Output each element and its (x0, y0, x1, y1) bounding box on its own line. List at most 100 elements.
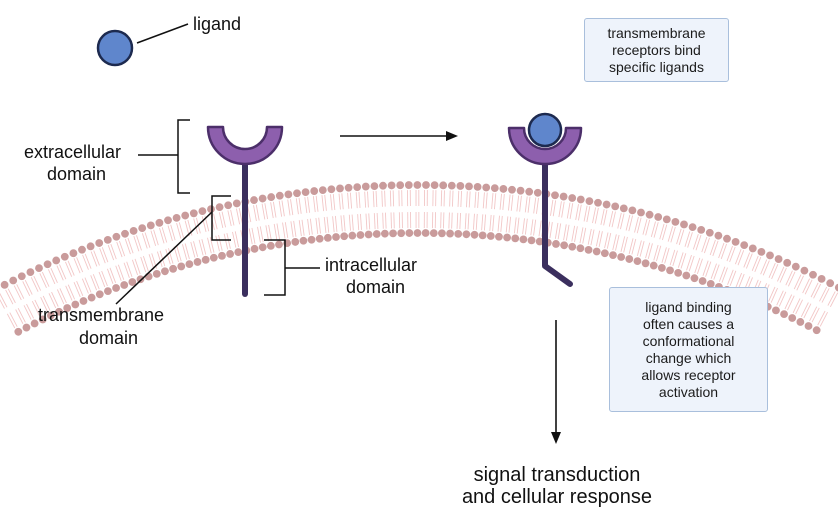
lipid-head (327, 185, 336, 194)
lipid-head (9, 276, 18, 285)
lipid-tail (193, 218, 199, 235)
lipid-head (576, 195, 585, 204)
lipid-tail (768, 262, 776, 278)
lipid-head (301, 188, 310, 196)
lipid-head (177, 262, 186, 271)
lipid-head (86, 242, 95, 251)
lipid-tail (227, 210, 232, 227)
lipid-tail (737, 250, 745, 266)
lipid-tail (563, 224, 567, 241)
lipid-head (215, 203, 224, 212)
lipid-tail (6, 313, 16, 329)
lipid-tail (464, 213, 467, 230)
lipid-tail (281, 200, 285, 217)
lipid-head (336, 184, 344, 193)
lipid-head (723, 234, 731, 243)
lipid-head (633, 257, 642, 266)
lipid-tail (126, 261, 133, 278)
signal-label: signal transduction (474, 464, 641, 486)
lipid-head (356, 231, 365, 239)
lipid-tail (290, 199, 294, 216)
lipid-tail (101, 247, 109, 263)
lipid-tail (787, 295, 795, 311)
cell-membrane (0, 181, 838, 336)
lipid-tail (508, 194, 511, 211)
lipid-head (112, 284, 120, 292)
lipid-head (387, 181, 396, 190)
lipid-tail (809, 306, 818, 322)
lipid-tail (127, 237, 134, 254)
lipid-tail (90, 275, 98, 291)
lipid-tail (718, 266, 726, 282)
lipid-tail (459, 212, 462, 229)
lipid-tail (223, 233, 229, 250)
lipid-tail (628, 238, 634, 254)
lipid-tail (348, 214, 351, 231)
lipid-head (323, 233, 332, 242)
lipid-tail (705, 261, 712, 277)
lipid-head (404, 181, 413, 189)
lipid-tail (451, 190, 454, 207)
lipid-head (478, 231, 487, 240)
lipid-tail (290, 221, 294, 238)
lipid-tail (619, 213, 625, 230)
lipid-head (576, 244, 585, 253)
ligand-icon (96, 29, 134, 67)
lipid-tail (639, 241, 645, 257)
lipid-tail (84, 277, 92, 293)
lipid-tail (182, 244, 188, 260)
lipid-tail (561, 201, 565, 218)
lipid-head (87, 293, 96, 302)
lipid-head (218, 251, 226, 260)
note-receptor-binding: transmembrane receptors bind specific li… (584, 18, 729, 82)
lipid-head (155, 218, 164, 227)
lipid-head (714, 231, 723, 240)
lipid-tail (499, 193, 502, 210)
lipid-tail (365, 213, 368, 230)
lipid-tail (338, 193, 341, 210)
lipid-head (379, 181, 387, 190)
lipid-tail (477, 191, 480, 208)
intracellular-label: intracellular (325, 255, 417, 275)
lipid-tail (703, 237, 710, 254)
lipid-tail (59, 264, 67, 280)
note-line: transmembrane (607, 24, 706, 41)
lipid-tail (821, 288, 830, 303)
lipid-tail (737, 273, 745, 290)
lipid-tail (684, 231, 691, 247)
lipid-tail (373, 213, 376, 230)
lipid-tail (48, 293, 57, 308)
lipid-tail (73, 258, 81, 274)
lipid-tail (51, 291, 59, 307)
lipid-head (361, 182, 370, 191)
lipid-tail (571, 225, 576, 242)
lipid-head (438, 229, 446, 238)
lipid-head (95, 290, 104, 299)
lipid-tail (745, 253, 753, 269)
lipid-tail (751, 255, 759, 271)
lipid-tail (165, 248, 171, 265)
lipid-tail (261, 203, 266, 220)
lipid-tail (259, 226, 264, 243)
lipid-tail (695, 234, 702, 251)
lipid-tail (620, 236, 626, 252)
lipid-head (224, 201, 233, 210)
lipid-tail (696, 258, 703, 275)
lipid-head (804, 322, 813, 330)
lipid-tail (144, 232, 151, 248)
lipid-head (645, 210, 654, 219)
lipid-tail (304, 197, 308, 214)
lipid-head (258, 194, 267, 203)
lipid-tail (84, 253, 92, 269)
lipid-tail (664, 248, 670, 264)
lipid-head (43, 260, 52, 269)
lipid-tail (0, 298, 5, 309)
lipid-head (138, 224, 147, 233)
lipid-tail (382, 212, 384, 229)
lipid-tail (721, 267, 728, 283)
lipid-head (462, 230, 471, 239)
lipid-tail (82, 254, 89, 270)
lipid-head (332, 233, 340, 241)
lipid-tail (579, 227, 584, 244)
lipid-tail (176, 245, 182, 262)
